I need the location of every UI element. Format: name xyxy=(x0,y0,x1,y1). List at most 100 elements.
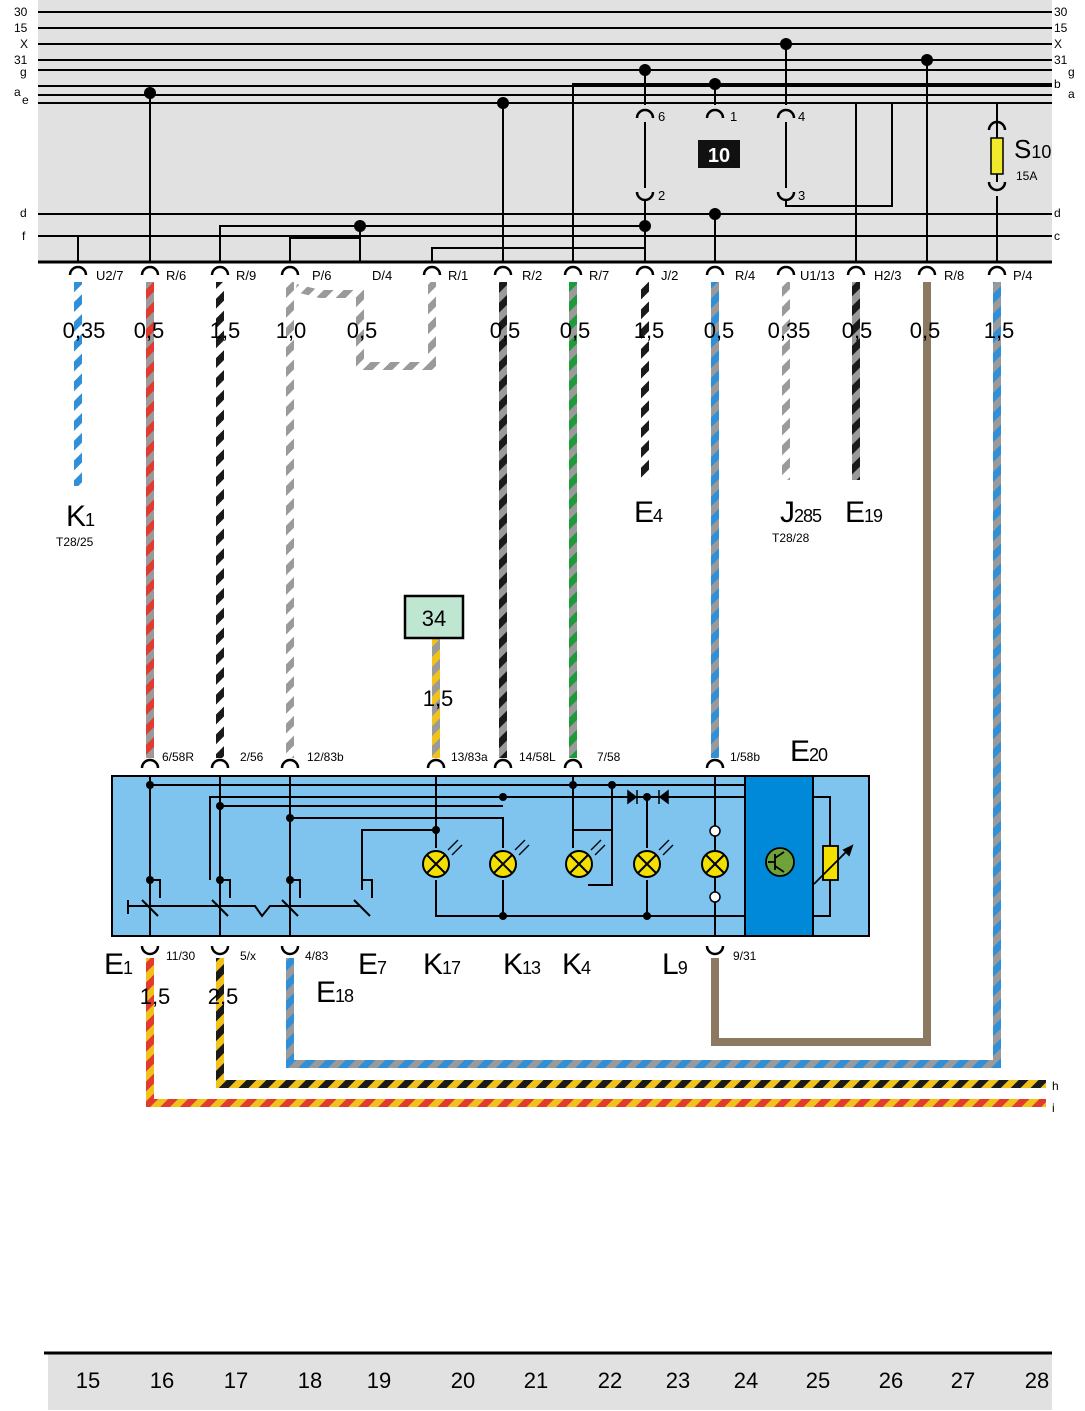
connector-r-9: R/9 xyxy=(210,265,256,283)
footer-col-21: 21 xyxy=(524,1368,548,1393)
switch-pin-5-x: 5/x xyxy=(240,949,256,963)
component-e7: E7 xyxy=(358,948,387,981)
connector-r-4: R/4 xyxy=(705,265,755,283)
gauge-u2-7: 0,35 xyxy=(63,318,106,343)
switch-pin-7-58: 7/58 xyxy=(597,750,621,764)
gauge-bottom-1-5: 1,5 xyxy=(140,984,171,1009)
gauge-p-6: 1,0 xyxy=(276,318,307,343)
footer-col-15: 15 xyxy=(76,1368,100,1393)
connector-label: H2/3 xyxy=(874,268,901,283)
relay-10-badge xyxy=(698,140,740,168)
rail-label-g-left: g xyxy=(20,65,27,79)
switch-pin-12-83b: 12/83b xyxy=(307,750,344,764)
footer-col-26: 26 xyxy=(879,1368,903,1393)
footer-col-19: 19 xyxy=(367,1368,391,1393)
output-label-i: i xyxy=(1052,1101,1055,1115)
component-e4: E4 xyxy=(634,496,663,529)
switch-pin-9-31: 9/31 xyxy=(733,949,757,963)
wires xyxy=(74,282,1046,1107)
light-switch-assembly: 6/58R 2/56 12/83b 13/83a 14/58L 7/58 1/5… xyxy=(111,750,870,963)
connector-r-2: R/2 xyxy=(493,265,542,283)
lamp-l9a xyxy=(633,839,674,878)
connector-r-6: R/6 xyxy=(140,265,186,283)
rail-label-g-right: g xyxy=(1068,65,1075,79)
rail-label-a-right: a xyxy=(1068,87,1075,101)
switch-contacts xyxy=(127,879,373,918)
rail-label-15-left: 15 xyxy=(14,21,28,35)
rail-labels-left: 30 15 X 31 g a e d f xyxy=(14,5,29,243)
ground-point-34: 34 1,5 xyxy=(403,594,465,711)
footer-col-25: 25 xyxy=(806,1368,830,1393)
connector-row: U2/7 R/6 R/9 P/6 D/4 R/1 R/2 R/7 J/2 R/4… xyxy=(68,265,1033,283)
rail-label-31-left: 31 xyxy=(14,53,28,67)
connector-r-1: R/1 xyxy=(422,265,468,283)
rail-label-x-right: X xyxy=(1054,37,1062,51)
switch-pin-13-83a: 13/83a xyxy=(451,750,488,764)
gauge-p-4: 1,5 xyxy=(984,318,1015,343)
relay-pin-3: 3 xyxy=(798,188,805,203)
ground-34-label: 34 xyxy=(422,606,446,631)
gauge-u1-13: 0,35 xyxy=(768,318,811,343)
component-e19: E19 xyxy=(845,496,883,529)
connector-label: R/9 xyxy=(236,268,256,283)
gauge-bottom-2-5: 2,5 xyxy=(208,984,239,1009)
fuse-label: S10 xyxy=(1014,134,1051,164)
diode-pair xyxy=(627,789,669,805)
switch-pin-14-58l: 14/58L xyxy=(519,750,556,764)
lamps xyxy=(422,839,729,878)
component-labels-switch: E20 E1 E7 E18 K17 K13 K4 L9 1,5 2,5 xyxy=(104,735,829,1009)
gauge-j-2: 1,5 xyxy=(634,318,665,343)
footer-col-16: 16 xyxy=(150,1368,174,1393)
relay-10-label: 10 xyxy=(708,145,730,167)
rail-label-b-right: b xyxy=(1054,77,1061,91)
connector-label: R/6 xyxy=(166,268,186,283)
rail-label-30-right: 30 xyxy=(1054,5,1068,19)
lamp-l9b xyxy=(701,850,729,878)
component-j285: J285 xyxy=(780,496,822,529)
relay-pin-2: 2 xyxy=(658,188,665,203)
fuse-contacts xyxy=(709,825,721,903)
relay-pin-1: 1 xyxy=(730,109,737,124)
fuse-rating: 15A xyxy=(1016,169,1037,183)
component-k13: K13 xyxy=(503,948,541,981)
component-e1: E1 xyxy=(104,948,133,981)
gauge-r-4: 0,5 xyxy=(704,318,735,343)
footer-col-17: 17 xyxy=(224,1368,248,1393)
central-electrics-panel xyxy=(38,0,1052,262)
gauge-r-7: 0,5 xyxy=(560,318,591,343)
switch-bottom-pins xyxy=(140,945,725,956)
footer-col-28: 28 xyxy=(1025,1368,1049,1393)
connector-label: P/4 xyxy=(1013,268,1033,283)
switch-pin-11-30: 11/30 xyxy=(166,949,195,963)
gauge-r-9: 1,5 xyxy=(210,318,241,343)
panel-junctions xyxy=(144,38,933,232)
switch-pin-2-56: 2/56 xyxy=(240,750,264,764)
relay-pin-4: 4 xyxy=(798,109,805,124)
wire-p4 xyxy=(286,282,1001,1068)
rail-label-e-left: e xyxy=(22,93,29,107)
wire-d4-r1 xyxy=(295,282,436,370)
connector-u1-13: U1/13 xyxy=(776,265,835,283)
rail-label-c-right: c xyxy=(1054,229,1060,243)
connector-label: U1/13 xyxy=(800,268,835,283)
switch-pin-1-58b: 1/58b xyxy=(730,750,760,764)
wire-i xyxy=(146,958,1046,1107)
relay-pin-6: 6 xyxy=(658,109,665,124)
footer-col-18: 18 xyxy=(298,1368,322,1393)
gauge-r-8: 0,5 xyxy=(910,318,941,343)
gauge-h2-3: 0,5 xyxy=(842,318,873,343)
output-label-h: h xyxy=(1052,1079,1059,1093)
rail-label-d-left: d xyxy=(20,206,27,220)
rail-label-f-left: f xyxy=(22,229,26,243)
lamp-k4 xyxy=(565,839,606,878)
component-k17: K17 xyxy=(423,948,461,981)
connector-p-4: P/4 xyxy=(987,265,1033,283)
connector-label: U2/7 xyxy=(96,268,123,283)
lamp-k13 xyxy=(489,839,530,878)
gauge-r-6: 0,5 xyxy=(134,318,165,343)
footer-col-20: 20 xyxy=(451,1368,475,1393)
connector-r-8: R/8 xyxy=(917,265,964,283)
switch-junctions xyxy=(146,781,651,920)
component-labels-mid: K1 T28/25 E4 J285 T28/28 E19 xyxy=(56,496,884,549)
